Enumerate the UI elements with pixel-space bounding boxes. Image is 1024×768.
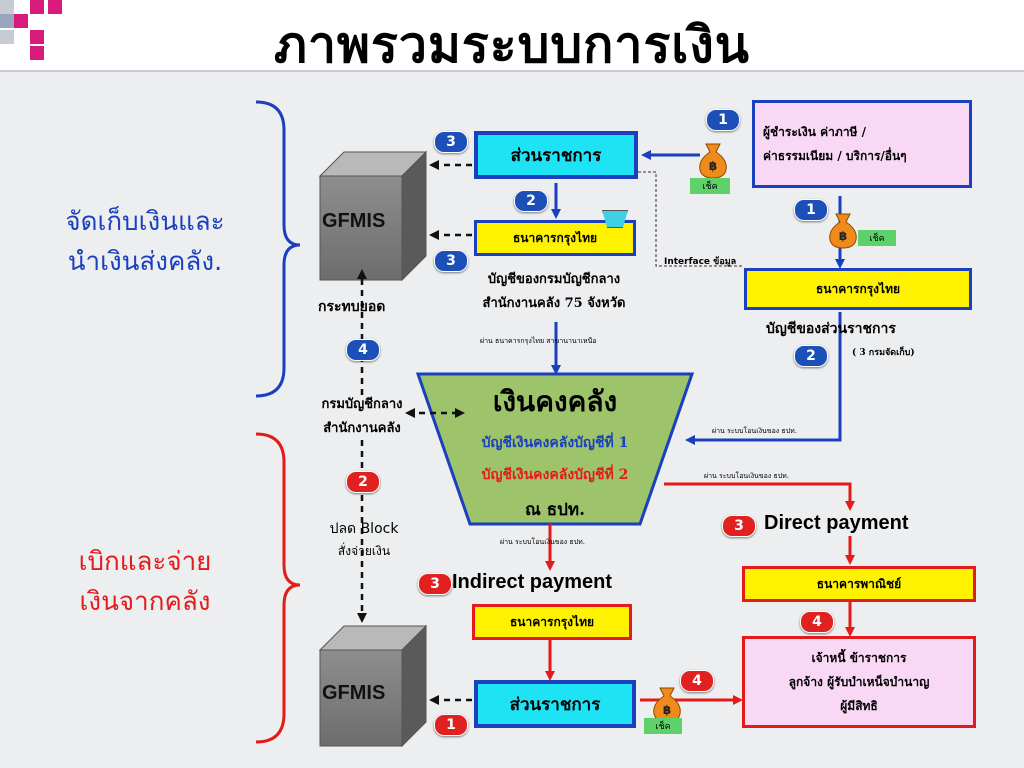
step-badge: 4 <box>800 611 834 633</box>
step-badge: 2 <box>514 190 548 212</box>
reconcile-label: กระทบยอด <box>318 299 386 315</box>
gfmis-top-label: GFMIS <box>322 210 386 232</box>
step-badge: 1 <box>434 714 468 736</box>
ktb-box-top: ธนาคารกรุงไทย <box>474 220 636 256</box>
creditor-box: เจ้าหนี้ ข้าราชการ ลูกจ้าง ผู้รับบำเหน็จ… <box>742 636 976 728</box>
via-bot-note-2: ผ่าน ระบบโอนเงินของ ธปท. <box>704 472 789 480</box>
gfmis-bottom-label: GFMIS <box>322 682 386 704</box>
svg-text:฿: ฿ <box>663 703 671 717</box>
step-badge: 3 <box>434 131 468 153</box>
treasury-account-2: บัญชีเงินคงคลังบัญชีที่ 2 <box>481 467 629 483</box>
step-badge: 3 <box>418 573 452 595</box>
treasury-account-1: บัญชีเงินคงคลังบัญชีที่ 1 <box>481 435 629 451</box>
disburse-label: เบิกและจ่าย เงินจากคลัง <box>78 547 212 617</box>
step-badge: 3 <box>434 250 468 272</box>
step-badge: 3 <box>722 515 756 537</box>
ktb-box-right: ธนาคารกรุงไทย <box>744 268 972 310</box>
direct-payment-label: Direct payment <box>764 512 909 534</box>
step-badge: 1 <box>706 109 740 131</box>
payer-box: ผู้ชำระเงิน ค่าภาษี / ค่าธรรมเนียม / บริ… <box>752 100 972 188</box>
collect-label: จัดเก็บเงินและ นำเงินส่งคลัง. <box>65 207 225 277</box>
header-band <box>0 0 1024 72</box>
treasury-at-bot: ณ ธปท. <box>525 500 585 520</box>
cheque-icon: เช็ค <box>644 718 682 734</box>
agency-box-bottom: ส่วนราชการ <box>474 680 636 728</box>
step-badge: 4 <box>680 670 714 692</box>
step-badge: 1 <box>794 199 828 221</box>
logo-decoration <box>0 0 80 70</box>
indirect-payment-label: Indirect payment <box>452 571 613 593</box>
via-bot-note-1: ผ่าน ระบบโอนเงินของ ธปท. <box>712 427 797 435</box>
agency-box-top: ส่วนราชการ <box>474 131 638 179</box>
ktb-box-bottom: ธนาคารกรุงไทย <box>472 604 632 640</box>
via-bot-note-3: ผ่าน ระบบโอนเงินของ ธปท. <box>500 538 585 546</box>
unblock-label: ปลด Block สั่งจ่ายเงิน <box>329 521 399 558</box>
via-ktb-note: ผ่าน ธนาคารกรุงไทย สาขานานาเหนือ <box>480 337 597 345</box>
svg-text:฿: ฿ <box>839 229 847 243</box>
treasury-title: เงินคงคลัง <box>492 385 618 418</box>
money-bag-icon: ฿ <box>699 143 727 179</box>
cgd-label: กรมบัญชีกลาง สำนักงานคลัง <box>321 397 403 436</box>
cgd-account-label: บัญชีของกรมบัญชีกลาง สำนักงานคลัง 75 จัง… <box>482 272 626 311</box>
money-bag-icon: ฿ <box>829 213 857 249</box>
page-title: ภาพรวมระบบการเงิน <box>274 16 750 74</box>
step-badge: 2 <box>794 345 828 367</box>
commercial-bank-box: ธนาคารพาณิชย์ <box>742 566 976 602</box>
step-badge: 4 <box>346 339 380 361</box>
cheque-icon: เช็ค <box>690 178 730 194</box>
interface-note: Interface ข้อมูล <box>664 257 737 267</box>
svg-text:฿: ฿ <box>709 159 717 173</box>
header-divider <box>0 70 1024 72</box>
collecting-depts-label: ( 3 กรมจัดเก็บ) <box>852 348 915 358</box>
agency-account-label: บัญชีของส่วนราชการ <box>766 321 896 337</box>
cheque-icon: เช็ค <box>858 230 896 246</box>
step-badge: 2 <box>346 471 380 493</box>
